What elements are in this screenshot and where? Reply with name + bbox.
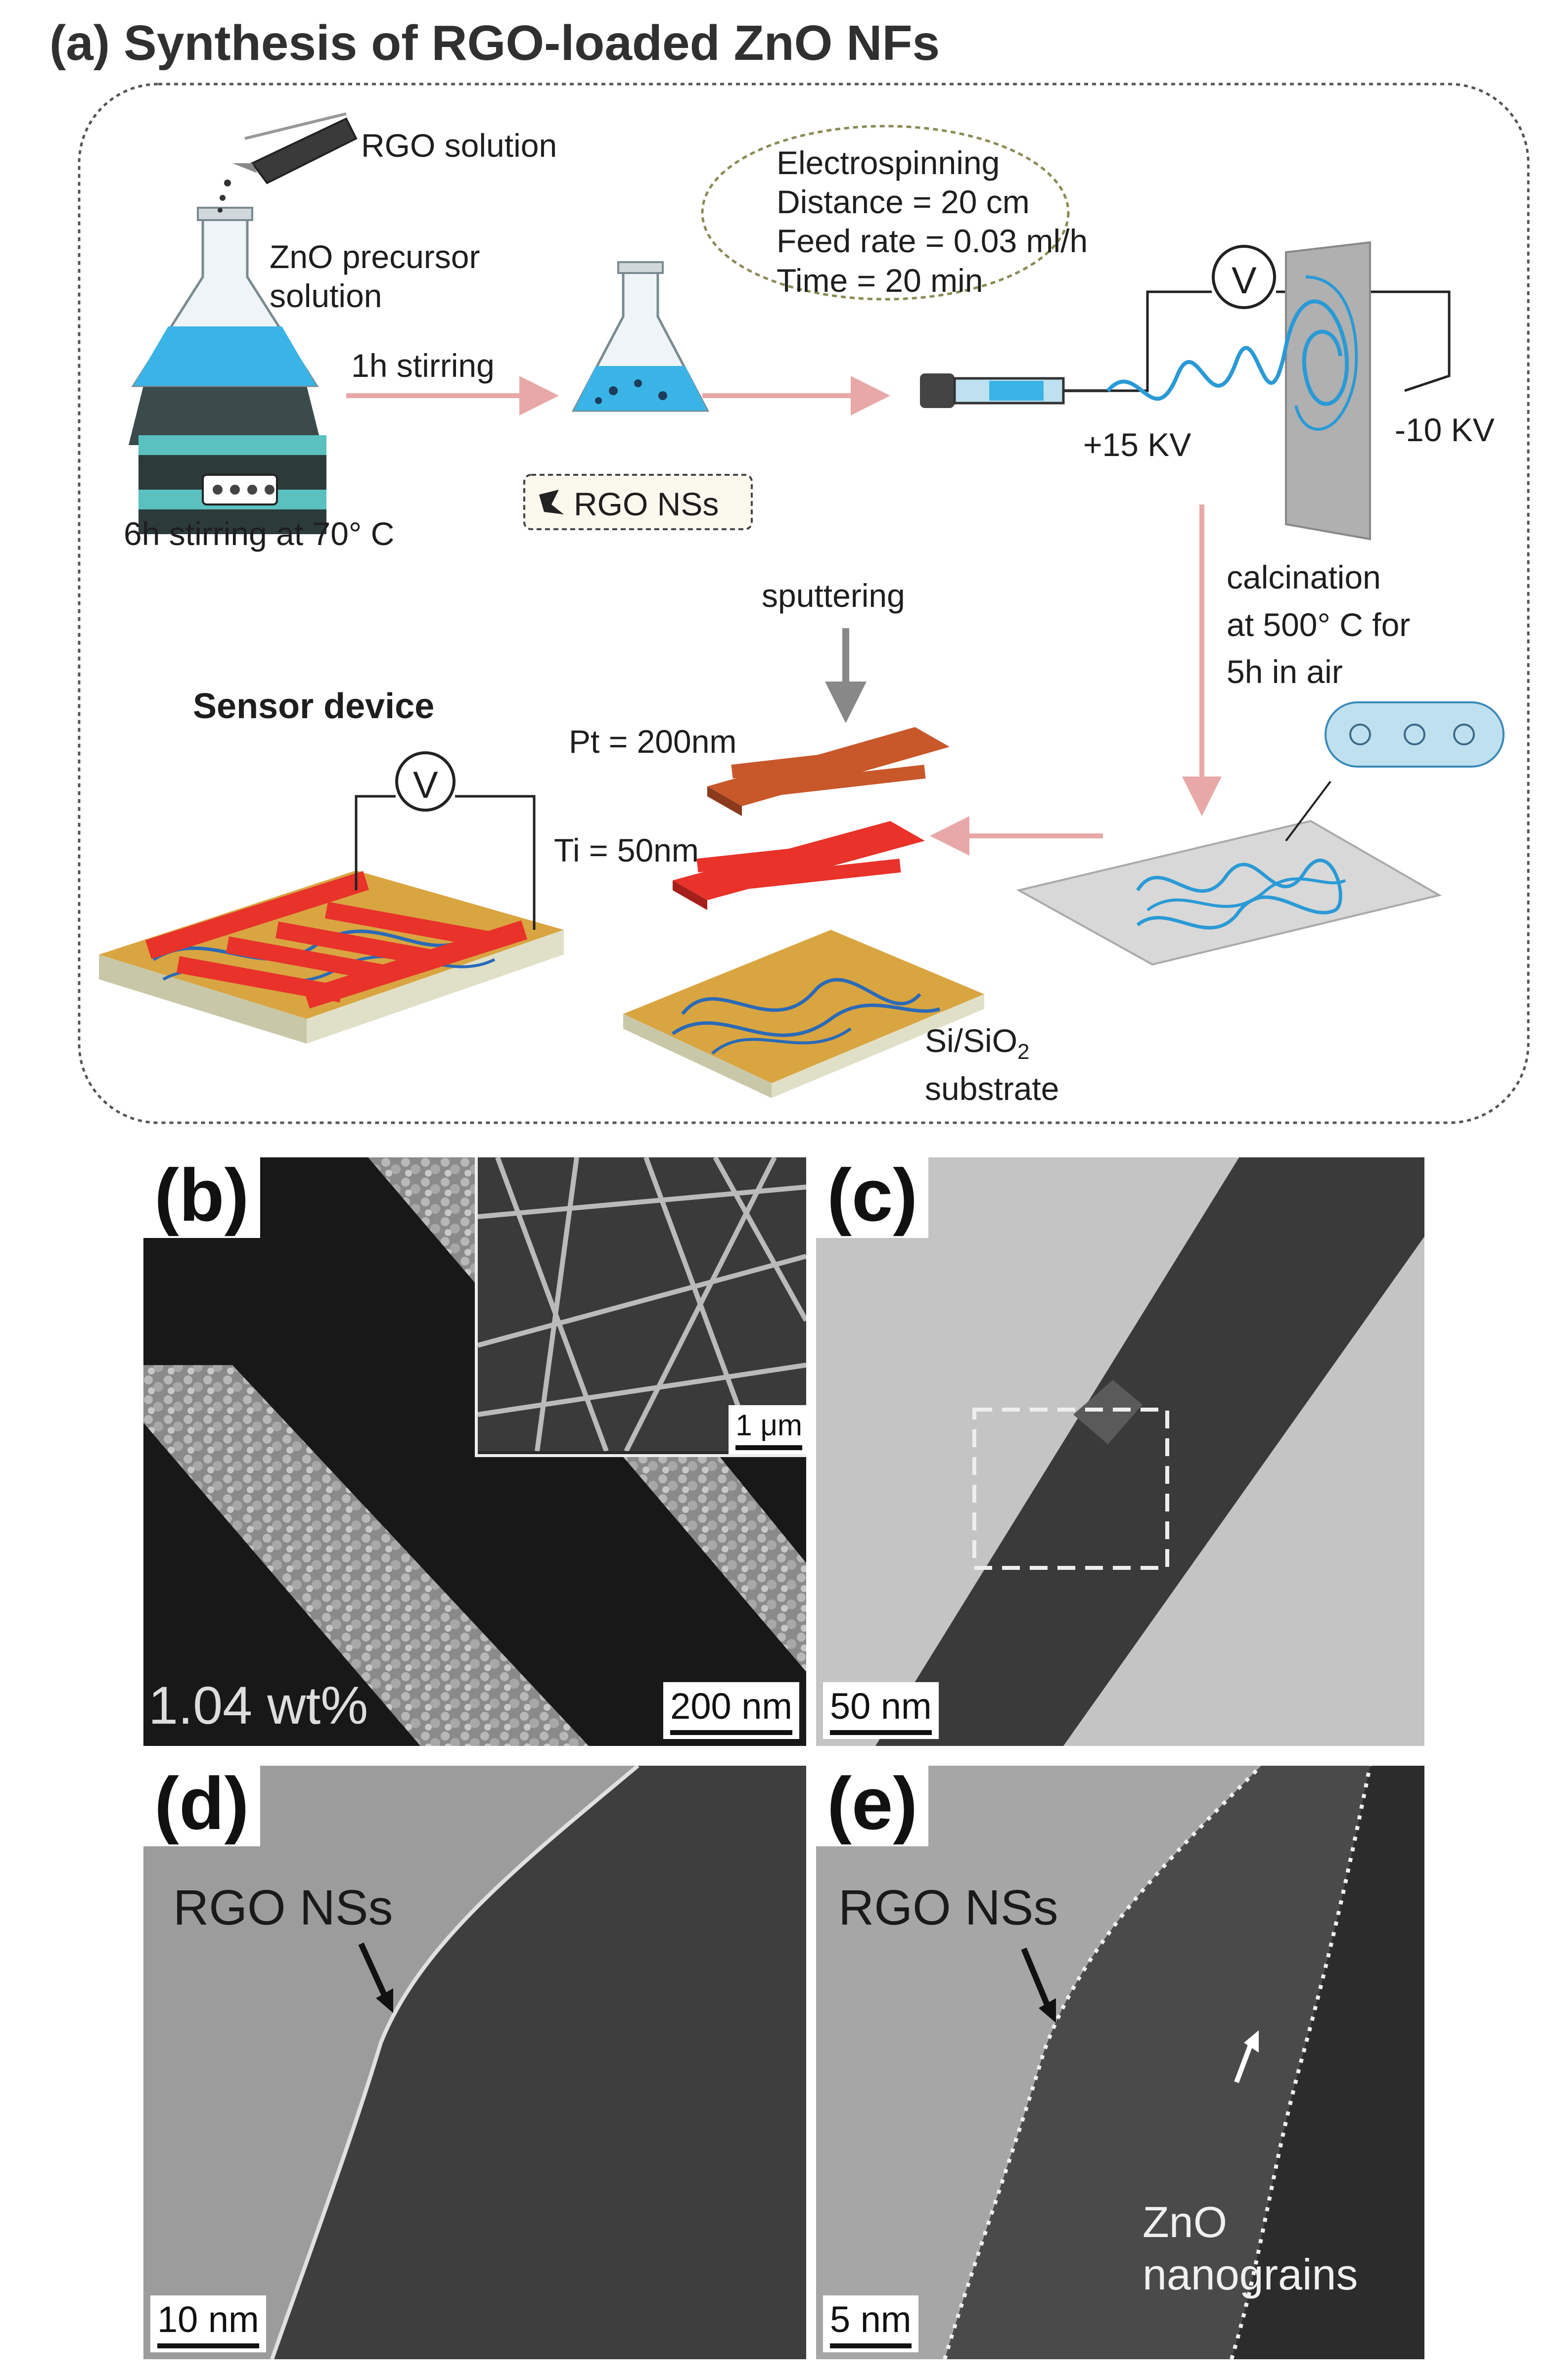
rgo-edge-d — [270, 1766, 640, 2359]
panel-e-scale-bar — [830, 2343, 912, 2348]
synthesis-schematic — [78, 83, 1530, 1124]
panel-c-scale-label: 50 nm — [830, 1686, 932, 1727]
arrow-rgo-d — [358, 1942, 389, 2000]
schematic-frame — [78, 83, 1530, 1124]
rgo-nss-tag-box — [523, 474, 753, 530]
panel-e-scale: 5 nm — [823, 2295, 918, 2352]
panel-c-letter: (c) — [816, 1152, 929, 1238]
electrospinning-ellipse — [701, 125, 1070, 301]
panel-c: 50 nm — [816, 1157, 1424, 1746]
panel-e: RGO NSs ZnO nanograins 5 nm — [816, 1766, 1424, 2359]
flask-rgo-mixture-icon — [571, 261, 710, 412]
sensor-device-label: Sensor device — [193, 687, 435, 726]
tem-image-d — [143, 1766, 806, 2359]
rgo-nss-tag-label: RGO NSs — [574, 486, 719, 522]
ti-thickness-label: Ti = 50nm — [554, 832, 699, 869]
nanofiber-tem — [875, 1157, 1424, 1746]
panel-d: RGO NSs 10 nm — [143, 1766, 806, 2359]
panel-e-letter: (e) — [816, 1761, 929, 1846]
panel-b-scale: 200 nm — [663, 1682, 799, 1739]
sem-inset-image — [477, 1157, 806, 1453]
substrate-label: Si/SiO2 substrate — [925, 1019, 1059, 1111]
pt-thickness-label: Pt = 200nm — [569, 723, 737, 760]
panel-e-scale-label: 5 nm — [830, 2299, 912, 2340]
syringe-icon — [920, 373, 1108, 408]
panel-b-scale-bar — [670, 1730, 792, 1735]
stirring-70-label: 6h stirring at 70° C — [124, 515, 395, 552]
test-tube-rgo-icon — [218, 112, 358, 213]
stirring-1h-label: 1h stirring — [351, 347, 495, 384]
collector-plate — [1285, 241, 1371, 541]
substrate-subscript: 2 — [1017, 1040, 1030, 1064]
hot-plate-stirrer-icon — [129, 386, 326, 534]
sem-inset-scale-bar — [735, 1445, 802, 1450]
ti-electrode-icon — [673, 821, 925, 910]
panel-b-scale-label: 200 nm — [670, 1686, 792, 1727]
sem-inset-scale: 1 μm — [729, 1405, 806, 1454]
electrospinning-feed-rate: Feed rate = 0.03 ml/h — [777, 223, 1088, 260]
rgo-flake-icon — [539, 490, 564, 514]
rgo-solution-label: RGO solution — [361, 127, 557, 164]
sem-inset: 1 μm — [475, 1157, 806, 1457]
panel-d-scale-label: 10 nm — [157, 2299, 259, 2340]
plus-kv-label: +15 KV — [1083, 426, 1191, 463]
zno-region-d — [272, 1766, 806, 2359]
panel-d-letter: (d) — [143, 1761, 260, 1846]
voltmeter-symbol-sensor: V — [413, 764, 438, 806]
substrate-word: substrate — [925, 1070, 1059, 1107]
rgo-edge-dotted-inner — [1230, 1766, 1372, 2359]
substrate-with-fibers-icon — [623, 930, 984, 1098]
electrospinning-params: Electrospinning Distance = 20 cm Feed ra… — [777, 143, 1088, 300]
nanofiber-1 — [143, 1365, 589, 1746]
fiber-jet — [1106, 299, 1349, 406]
zno-precursor-label: ZnO precursor solution — [270, 238, 480, 315]
flask-zno-precursor-icon — [131, 207, 319, 387]
electrospinning-title: Electrospinning — [777, 144, 1000, 181]
panel-e-zno-label: ZnO nanograins — [1143, 2197, 1358, 2299]
panel-b: 1 μm 1.04 wt% 200 nm — [143, 1157, 806, 1746]
arrow-rgo-e — [1021, 1947, 1052, 2010]
panel-b-letter: (b) — [143, 1152, 260, 1238]
tem-image-e — [816, 1766, 1424, 2359]
substrate-formula: Si/SiO — [925, 1022, 1018, 1059]
panel-c-scale: 50 nm — [823, 1682, 939, 1739]
sputtering-label: sputtering — [762, 577, 905, 614]
electrospinning-time: Time = 20 min — [777, 262, 983, 299]
sensor-device-icon — [99, 751, 564, 1044]
panel-e-rgo-label: RGO NSs — [838, 1880, 1058, 1935]
tem-image-c — [816, 1157, 1424, 1746]
zoom-region-box — [972, 1408, 1169, 1570]
minus-kv-label: -10 KV — [1395, 412, 1495, 448]
sem-inset-scale-label: 1 μm — [735, 1409, 802, 1442]
pt-electrode-icon — [707, 727, 950, 816]
panel-d-scale-bar — [157, 2343, 259, 2348]
panel-c-scale-bar — [830, 1730, 932, 1735]
electrospinning-distance: Distance = 20 cm — [777, 183, 1030, 221]
voltmeter-symbol-top: V — [1232, 260, 1257, 302]
panel-a-title: (a) Synthesis of RGO-loaded ZnO NFs — [49, 15, 940, 71]
wt-label: 1.04 wt% — [148, 1675, 368, 1735]
calcination-label: calcination at 500° C for 5h in air — [1227, 559, 1411, 690]
panel-d-scale: 10 nm — [150, 2295, 266, 2352]
arrow-zno-e — [1234, 2042, 1254, 2083]
panel-d-rgo-label: RGO NSs — [173, 1880, 393, 1935]
fiber-mat-icon — [1016, 701, 1505, 966]
